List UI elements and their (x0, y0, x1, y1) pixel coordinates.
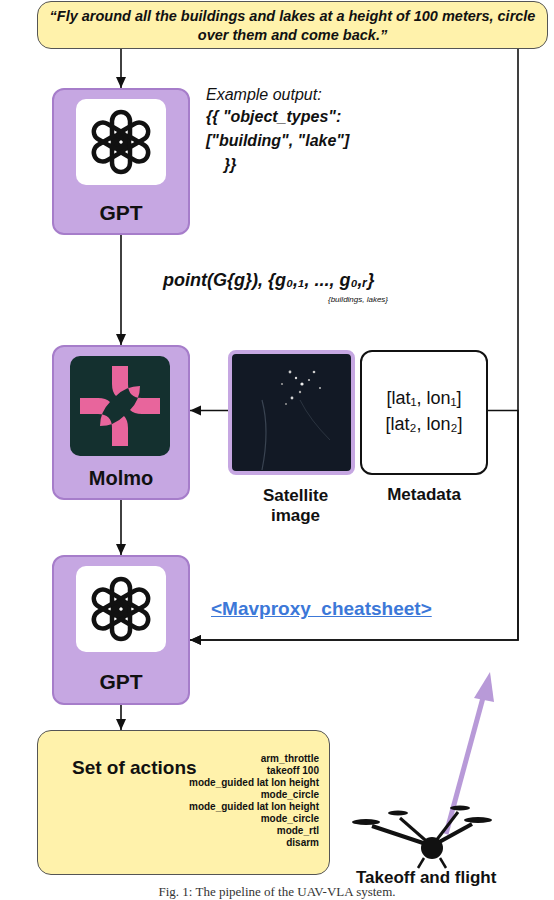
connector (190, 406, 228, 416)
model-box: Molmo (52, 345, 190, 500)
connector-line (190, 49, 518, 640)
gpt-logo (76, 566, 166, 652)
command-line: disarm (286, 837, 319, 848)
arrowhead (116, 77, 126, 88)
command-line: mode_rtl (277, 825, 319, 836)
model-name: Molmo (54, 467, 188, 490)
model-name: GPT (54, 201, 188, 225)
metadata-box: [lat₁, lon₁][lat₂, lon₂]Metadata (360, 350, 488, 475)
command-line: mode_guided lat lon height (189, 801, 319, 812)
model-name: GPT (54, 670, 188, 694)
drone-arm (432, 824, 472, 846)
connector-line (120, 49, 122, 88)
coordinate-line: [lat₁, lon₁] (362, 388, 486, 409)
gpt-logo (76, 99, 166, 185)
satellite-texture (262, 371, 330, 470)
model-box: GPT (52, 88, 190, 235)
drone-arm (372, 826, 432, 846)
model-box: GPT (52, 555, 190, 705)
drone-rotor (352, 819, 380, 825)
command-line: takeoff 100 (267, 765, 319, 776)
connector (190, 411, 518, 646)
json-line: }} (224, 156, 236, 174)
drone-rotor (464, 817, 492, 823)
flight-arrow (446, 694, 484, 834)
image-box: Satellite image (228, 350, 355, 475)
logo-tile (76, 566, 166, 652)
connector-line (190, 411, 518, 641)
logo-petals (80, 366, 160, 446)
connector (116, 705, 126, 730)
drone-leg (418, 858, 424, 868)
arrowhead (116, 334, 126, 345)
prompt-box: “Fly around all the buildings and lakes … (37, 1, 548, 49)
flight-arrowhead (474, 672, 494, 702)
arrowhead (190, 635, 201, 645)
connector (116, 235, 126, 345)
annotation-heading: Example output: (206, 86, 322, 104)
link-label: <Mavproxy_cheatsheet> (211, 598, 432, 620)
connector-line (120, 705, 122, 730)
arrowhead (190, 406, 201, 416)
box-caption: Metadata (356, 485, 492, 505)
drone-arm (432, 812, 458, 846)
connector (116, 49, 126, 88)
drone-arm (400, 818, 432, 846)
connector (116, 500, 126, 555)
coordinate-line: [lat₂, lon₂] (362, 414, 486, 435)
command-line: mode_circle (261, 813, 319, 824)
arrowhead (190, 635, 201, 645)
drone-illustration (352, 672, 494, 868)
subscript-note: {buildings, lakes} (328, 295, 388, 304)
command-line: mode_guided lat lon height (189, 777, 319, 788)
illustration-label: Takeoff and flight (356, 868, 496, 888)
connector (190, 49, 518, 645)
connector-line (190, 410, 228, 412)
drone-rotor (388, 811, 408, 816)
logo-tile (76, 99, 166, 185)
drone-leg (440, 858, 446, 868)
molmo-logo (70, 356, 170, 456)
logo-knot (91, 579, 152, 639)
drone-body (421, 837, 443, 859)
image-caption: Satellite image (242, 486, 349, 526)
arrowhead (116, 719, 126, 730)
command-line: arm_throttle (261, 753, 319, 764)
connector-line (120, 500, 122, 555)
box-heading: Set of actions (72, 757, 197, 779)
command-line: mode_circle (261, 789, 319, 800)
arrowhead (116, 544, 126, 555)
logo-knot (91, 112, 152, 172)
json-line: {{ "object_types": (206, 108, 341, 126)
edge-label: point(G{g}), {g₀,₁, ..., g₀,ᵣ} (163, 270, 375, 291)
drone-rotor (450, 806, 470, 811)
json-line: ["building", "lake"] (206, 132, 349, 150)
connector-line (120, 235, 122, 345)
actions-box: Set of actionsarm_throttletakeoff 100mod… (37, 730, 330, 875)
logo-tile (70, 356, 170, 456)
prompt-text: “Fly around all the buildings and lakes … (44, 7, 541, 45)
